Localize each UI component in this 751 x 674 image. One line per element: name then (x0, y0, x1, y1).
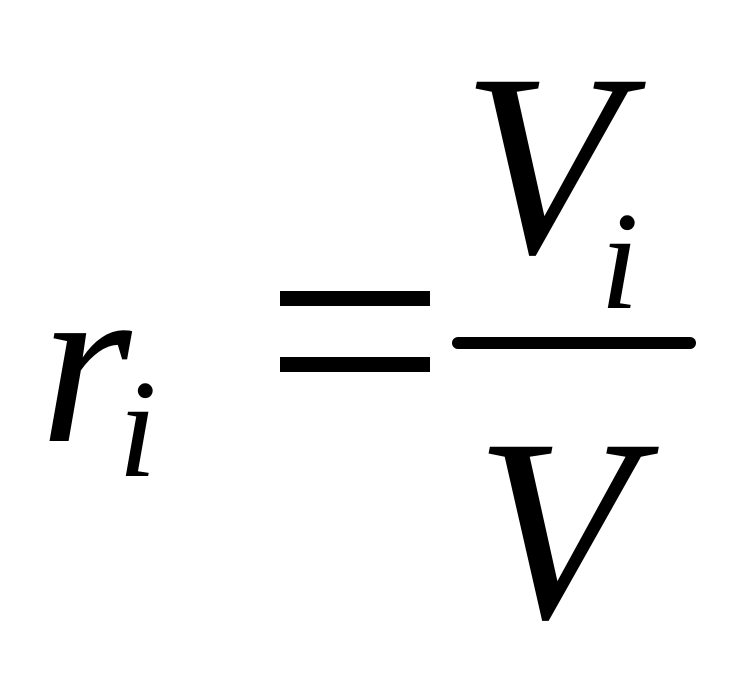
equals-bar-bottom (280, 357, 430, 372)
equals-bar-top (280, 291, 430, 306)
numerator-variable-v: V (462, 21, 621, 309)
lhs-variable-r: r (40, 232, 132, 492)
fraction-bar (452, 337, 696, 349)
denominator-variable-v: V (475, 386, 634, 674)
equals-sign (280, 291, 430, 373)
lhs-subscript-i: i (118, 352, 157, 507)
numerator-subscript-i: i (600, 184, 639, 339)
